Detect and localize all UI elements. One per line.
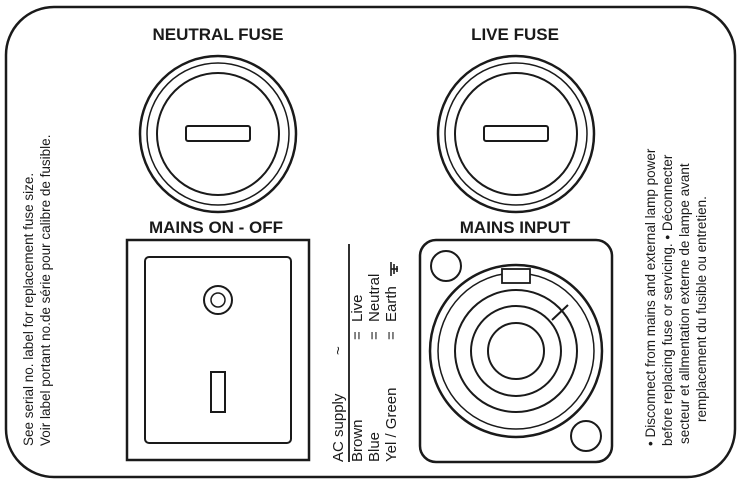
ac-supply-legend: AC supply ~ Brown Blue Yel / Green = = =…: [330, 244, 400, 462]
mains-input-label: MAINS INPUT: [460, 218, 571, 237]
eq-neutral: =: [366, 331, 383, 340]
earth-symbol-icon: [390, 262, 398, 276]
right-safety-note: • Disconnect from mains and external lam…: [643, 148, 709, 446]
svg-text:remplacement du fusible ou ent: remplacement du fusible ou entretien.: [694, 196, 709, 422]
mains-rocker-switch-icon[interactable]: [125, 238, 311, 462]
neutral-fuse-label: NEUTRAL FUSE: [153, 25, 284, 44]
eq-live: =: [349, 331, 366, 340]
live-fuse-label: LIVE FUSE: [471, 25, 559, 44]
panel-border: [4, 5, 737, 479]
live-fuse-holder-icon[interactable]: [436, 54, 596, 214]
svg-text:• Disconnect from mains and ex: • Disconnect from mains and external lam…: [643, 148, 658, 446]
mount-hole-bottom-right: [570, 420, 602, 452]
ac-supply-title: AC supply: [330, 393, 347, 462]
ac-symbol: ~: [330, 346, 347, 355]
function-live: Live: [349, 294, 366, 322]
svg-text:before replacing fuse or servi: before replacing fuse or servicing. • Dé…: [660, 154, 675, 446]
mains-switch-label: MAINS ON - OFF: [149, 218, 283, 237]
function-neutral: Neutral: [366, 274, 383, 322]
mount-hole-top-left: [430, 250, 462, 282]
function-earth: Earth: [383, 286, 400, 322]
wire-brown: Brown: [349, 419, 366, 462]
svg-text:secteur et allmentation extern: secteur et allmentation externe de lampe…: [677, 163, 692, 444]
wire-blue: Blue: [366, 432, 383, 462]
left-serial-note: See serial no. label for replacement fus…: [21, 135, 53, 446]
neutral-fuse-holder-icon[interactable]: [138, 54, 298, 214]
connector-key-notch: [501, 268, 531, 284]
wire-yellow-green: Yel / Green: [383, 388, 400, 463]
svg-text:See serial no. label for repla: See serial no. label for replacement fus…: [21, 173, 36, 446]
svg-text:Voir label portant no.de série: Voir label portant no.de série pour cali…: [38, 135, 53, 446]
live-fuse-slot: [483, 125, 549, 142]
eq-earth: =: [383, 331, 400, 340]
neutral-fuse-slot: [185, 125, 251, 142]
mains-input-connector-icon[interactable]: [418, 238, 614, 464]
switch-on-symbol: [210, 371, 226, 413]
